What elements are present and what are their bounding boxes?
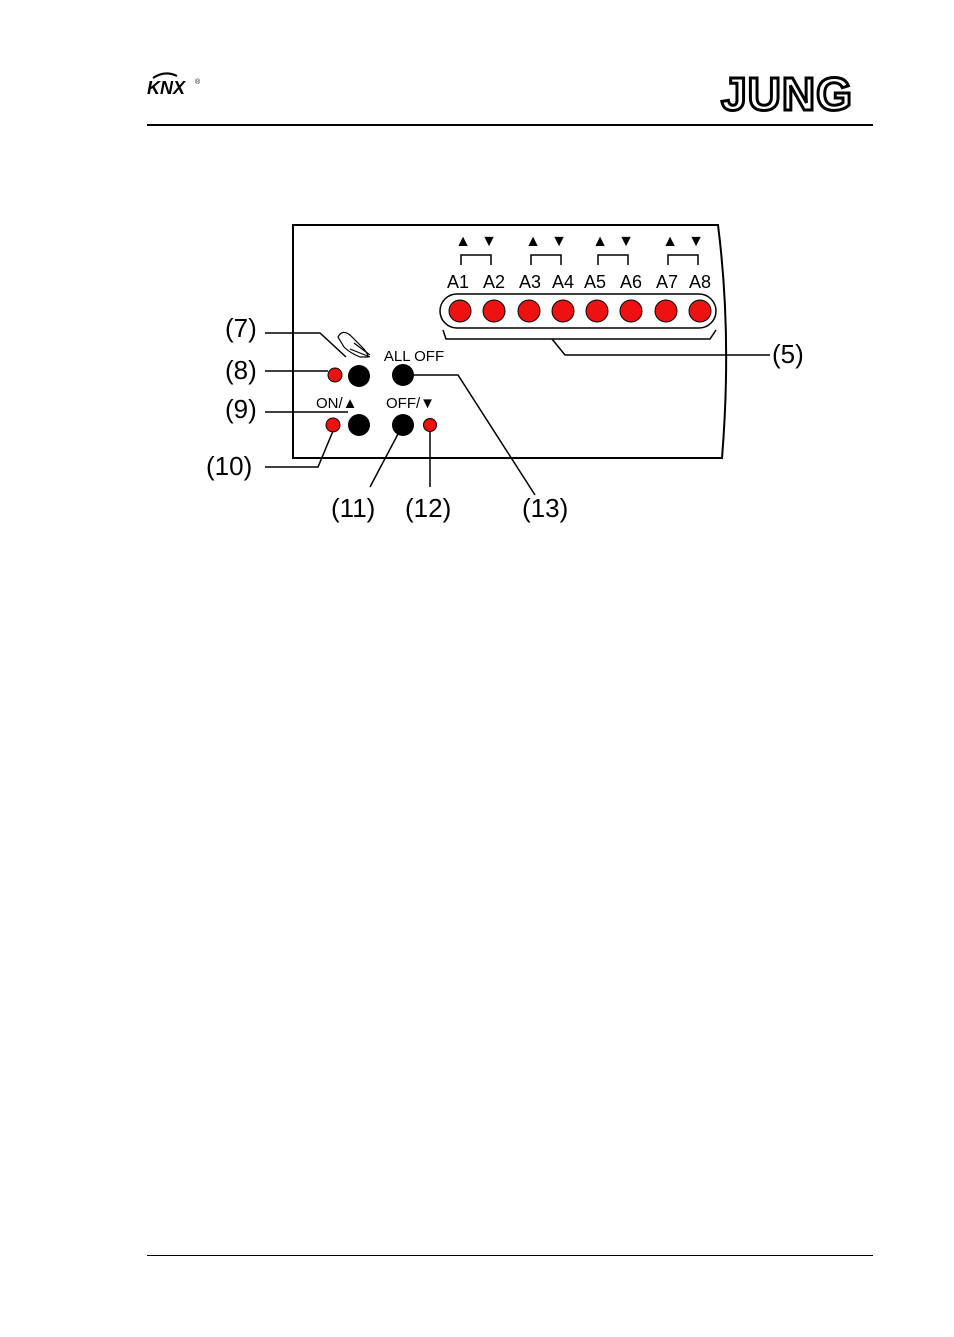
channel-label-a7: A7 <box>656 272 678 292</box>
channel-led-a7 <box>654 299 678 323</box>
channel-group-markers: ▲ ▼ ▲ ▼ ▲ ▼ ▲ ▼ <box>455 233 704 265</box>
callout-7: (7) <box>225 313 257 343</box>
manual-mode-button[interactable] <box>348 365 370 387</box>
callout-12: (12) <box>405 493 451 523</box>
channel-led-a5 <box>585 299 609 323</box>
group-3-bracket <box>597 254 629 265</box>
all-off-label: ALL OFF <box>384 348 444 365</box>
jung-logo: JUNG <box>720 70 854 114</box>
group-3-down-arrow: ▼ <box>618 233 634 250</box>
channel-label-a1: A1 <box>447 272 469 292</box>
callout-line-7 <box>265 332 347 358</box>
off-label: OFF/▼ <box>386 395 435 412</box>
group-4-down-arrow: ▼ <box>688 233 704 250</box>
channel-label-a6: A6 <box>620 272 642 292</box>
on-label: ON/▲ <box>316 395 358 412</box>
callout-line-11 <box>369 433 399 488</box>
led-strip-frame <box>439 293 717 329</box>
header-rule <box>147 124 873 126</box>
channel-led-a3 <box>517 299 541 323</box>
callout-10: (10) <box>206 451 252 481</box>
knx-logo: KNX ® <box>147 72 201 98</box>
channel-led-a6 <box>619 299 643 323</box>
group-1-down-arrow: ▼ <box>481 233 497 250</box>
device-diagram: ▲ ▼ ▲ ▼ ▲ ▼ ▲ ▼ A1 A2 A3 A4 A5 A6 A7 A8 (5) (7)… <box>206 224 804 523</box>
group-2-bracket <box>530 254 562 265</box>
channel-led-a4 <box>551 299 575 323</box>
group-1-bracket <box>460 254 492 265</box>
off-down-button[interactable] <box>392 414 414 436</box>
channel-leds <box>448 299 712 323</box>
knx-logo-text: KNX <box>147 78 186 98</box>
channel-led-a1 <box>448 299 472 323</box>
callout-5: (5) <box>772 339 804 369</box>
footer-rule <box>147 1255 873 1256</box>
channel-label-a3: A3 <box>519 272 541 292</box>
callout-11: (11) <box>331 493 375 523</box>
callout-13: (13) <box>522 493 568 523</box>
led-strip-bracket <box>442 329 717 340</box>
channel-labels: A1 A2 A3 A4 A5 A6 A7 A8 <box>447 272 711 292</box>
channel-led-a8 <box>688 299 712 323</box>
channel-label-a4: A4 <box>552 272 574 292</box>
channel-label-a8: A8 <box>689 272 711 292</box>
all-off-button[interactable] <box>392 364 414 386</box>
callout-9: (9) <box>225 394 257 424</box>
manual-mode-led <box>327 367 343 383</box>
group-3-up-arrow: ▲ <box>592 233 608 250</box>
channel-label-a2: A2 <box>483 272 505 292</box>
jung-logo-text: JUNG <box>721 70 853 114</box>
channel-label-a5: A5 <box>584 272 606 292</box>
callout-line-13 <box>409 374 536 496</box>
hand-icon <box>337 331 371 358</box>
group-2-up-arrow: ▲ <box>525 233 541 250</box>
knx-arc <box>152 72 178 79</box>
group-1-up-arrow: ▲ <box>455 233 471 250</box>
group-2-down-arrow: ▼ <box>551 233 567 250</box>
callout-line-5 <box>551 338 770 356</box>
knx-registered-mark: ® <box>195 78 201 86</box>
callout-line-10 <box>265 430 334 468</box>
on-up-button[interactable] <box>348 414 370 436</box>
group-4-up-arrow: ▲ <box>662 233 678 250</box>
on-status-led <box>325 417 341 433</box>
group-4-bracket <box>667 254 699 265</box>
channel-led-a2 <box>482 299 506 323</box>
callout-8: (8) <box>225 355 257 385</box>
device-housing <box>292 224 728 459</box>
off-status-led <box>423 418 437 432</box>
